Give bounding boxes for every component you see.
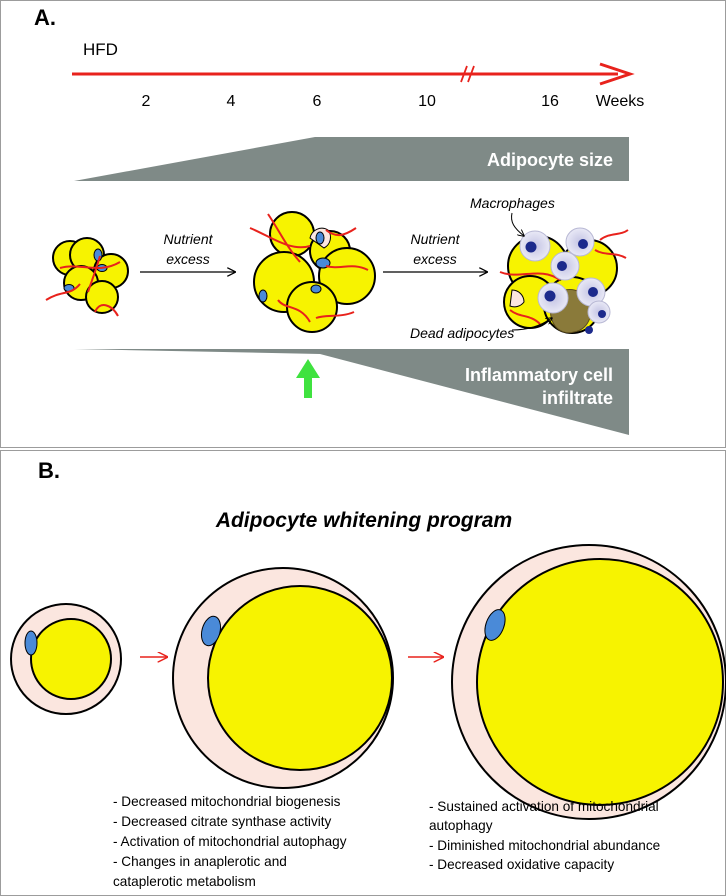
- macrophage-group: [519, 227, 611, 334]
- dead-adipocytes-label: Dead adipocytes: [410, 325, 514, 341]
- green-up-arrow-icon: [296, 359, 320, 398]
- timeline-arrow: [72, 62, 635, 86]
- nutrient-excess-label-1: Nutrient: [163, 231, 213, 247]
- medium-adipocyte: [172, 567, 394, 789]
- tick-label: 6: [313, 93, 322, 110]
- inflammation-band: [74, 349, 629, 435]
- tick-label: 16: [541, 93, 559, 110]
- tick-label: 4: [227, 93, 236, 110]
- tick-label: 2: [142, 93, 151, 110]
- macrophage: [587, 300, 611, 324]
- large-adipocyte: [451, 544, 726, 820]
- macrophages-label: Macrophages: [470, 195, 555, 211]
- findings-left: - Decreased mitochondrial biogenesis - D…: [113, 794, 347, 889]
- macrophage: [537, 282, 569, 314]
- nutrient-excess-label-2: Nutrient: [410, 231, 460, 247]
- macrophages-pointer: [511, 212, 525, 236]
- unit-label: Weeks: [596, 93, 645, 110]
- finding-line: autophagy: [429, 818, 493, 833]
- panel-b-title: Adipocyte whitening program: [215, 509, 512, 532]
- finding-line: - Changes in anaplerotic and: [113, 854, 287, 869]
- timeline-ticks: 2 4 6 10 16 Weeks: [142, 93, 645, 110]
- finding-line: - Decreased oxidative capacity: [429, 857, 614, 872]
- small-adipocyte: [10, 603, 122, 715]
- small-adipocyte-cluster: [45, 237, 129, 317]
- timeline-label: HFD: [83, 40, 118, 59]
- macrophage: [519, 230, 551, 262]
- macrophage: [550, 251, 580, 281]
- adipocyte-size-band: [74, 137, 629, 181]
- macrophage: [565, 227, 595, 257]
- finding-line: - Decreased mitochondrial biogenesis: [113, 794, 341, 809]
- dead-adipocytes-pointer: [511, 318, 552, 331]
- inflammation-label-2: infiltrate: [542, 388, 613, 408]
- finding-line: - Decreased citrate synthase activity: [113, 814, 332, 829]
- adipocyte-size-label: Adipocyte size: [487, 150, 613, 170]
- nutrient-excess-label-1b: excess: [166, 251, 210, 267]
- finding-line: - Diminished mitochondrial abundance: [429, 838, 660, 853]
- macrophage-nucleus: [585, 326, 593, 334]
- finding-line: - Activation of mitochondrial autophagy: [113, 834, 347, 849]
- inflammation-label: Inflammatory cell: [465, 365, 613, 385]
- finding-line: - Sustained activation of mitochondrial: [429, 799, 659, 814]
- panel-a-label: A.: [34, 5, 56, 30]
- panel-b-label: B.: [38, 458, 60, 483]
- medium-adipocyte-cluster: [249, 211, 376, 333]
- findings-right: - Sustained activation of mitochondrial …: [429, 799, 660, 872]
- nutrient-excess-label-2b: excess: [413, 251, 457, 267]
- finding-line: cataplerotic metabolism: [113, 874, 256, 889]
- macrophage: [576, 277, 606, 307]
- tick-label: 10: [418, 93, 436, 110]
